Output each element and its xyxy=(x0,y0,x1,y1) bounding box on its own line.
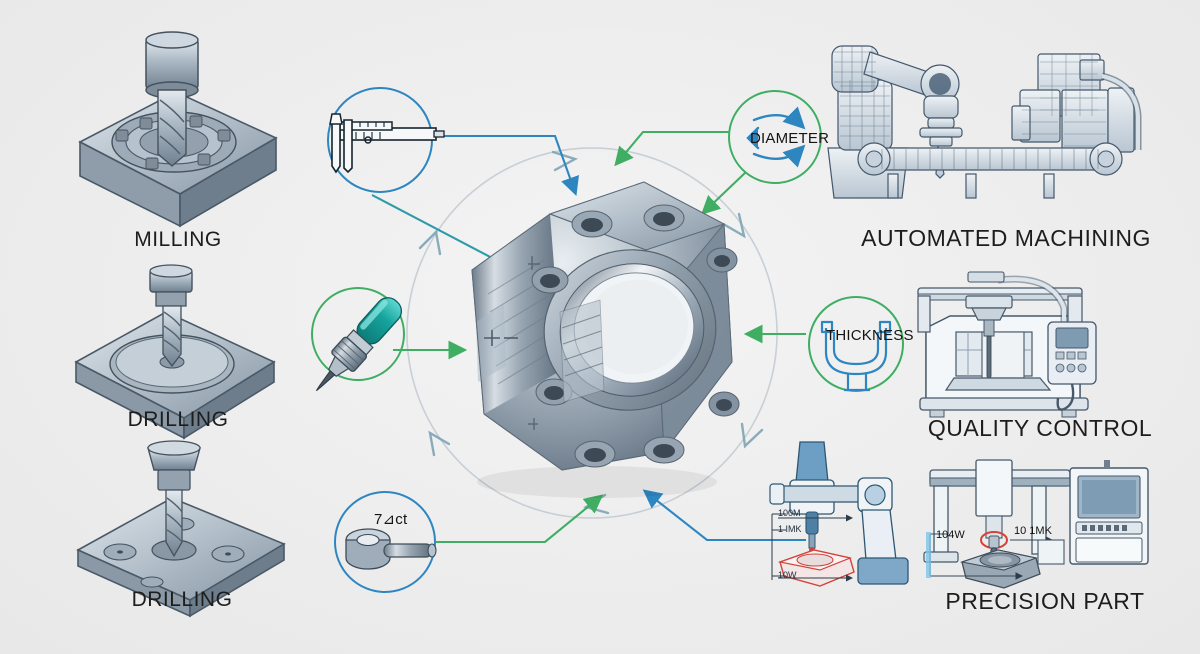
callout-part-sample[interactable]: 7⊿ct xyxy=(328,488,458,598)
label-precision-part: PRECISION PART xyxy=(945,588,1145,614)
label-quality-control: QUALITY CONTROL xyxy=(927,415,1153,441)
milling-illustration xyxy=(78,31,278,228)
cmm-dimension-3: 10W xyxy=(778,570,797,580)
diameter-label: DIAMETER xyxy=(750,130,829,147)
part-sample-ring xyxy=(334,491,436,593)
diameter-arrows-icon xyxy=(746,106,806,168)
connector-part-sample xyxy=(436,494,604,544)
precision-annotation-2: 10 1MK xyxy=(1014,525,1053,537)
scriber-ring xyxy=(311,287,405,381)
thickness-ring xyxy=(808,296,904,392)
cmm-dimension-1: 100M xyxy=(778,508,801,518)
automated-machining-illustration xyxy=(827,45,1142,199)
quality-control-illustration xyxy=(917,271,1097,418)
connector-cmm xyxy=(642,489,806,542)
drilling-illustration-1 xyxy=(74,264,276,440)
cylindrical-part-icon xyxy=(345,528,437,570)
cmm-dimension-2: 1 IMK xyxy=(778,524,802,534)
label-milling: MILLING xyxy=(134,228,222,251)
label-automated-machining: AUTOMATED MACHINING xyxy=(861,225,1151,251)
micrometer-frame-icon xyxy=(820,320,892,392)
central-machined-flange xyxy=(471,181,740,498)
connector-diameter xyxy=(614,130,747,215)
precision-part-illustration: 104W 10 1MK xyxy=(923,459,1149,589)
scribing-tool-icon xyxy=(315,297,403,392)
callout-caliper[interactable] xyxy=(316,80,446,200)
callout-scriber[interactable] xyxy=(300,278,430,396)
diameter-ring xyxy=(728,90,822,184)
cmm-probe-illustration: 100M 1 IMK 10W xyxy=(769,441,909,587)
thickness-label: THICKNESS xyxy=(826,327,914,344)
callout-thickness[interactable]: THICKNESS xyxy=(804,294,944,406)
precision-annotation-1: 104W xyxy=(936,529,965,541)
drilling-illustration-2 xyxy=(76,440,286,618)
callout-diameter[interactable]: DIAMETER xyxy=(724,86,864,196)
part-sample-label: 7⊿ct xyxy=(374,511,408,528)
label-drilling-1: DRILLING xyxy=(127,408,229,431)
label-drilling-2: DRILLING xyxy=(131,588,233,611)
vernier-caliper-icon xyxy=(329,113,445,174)
